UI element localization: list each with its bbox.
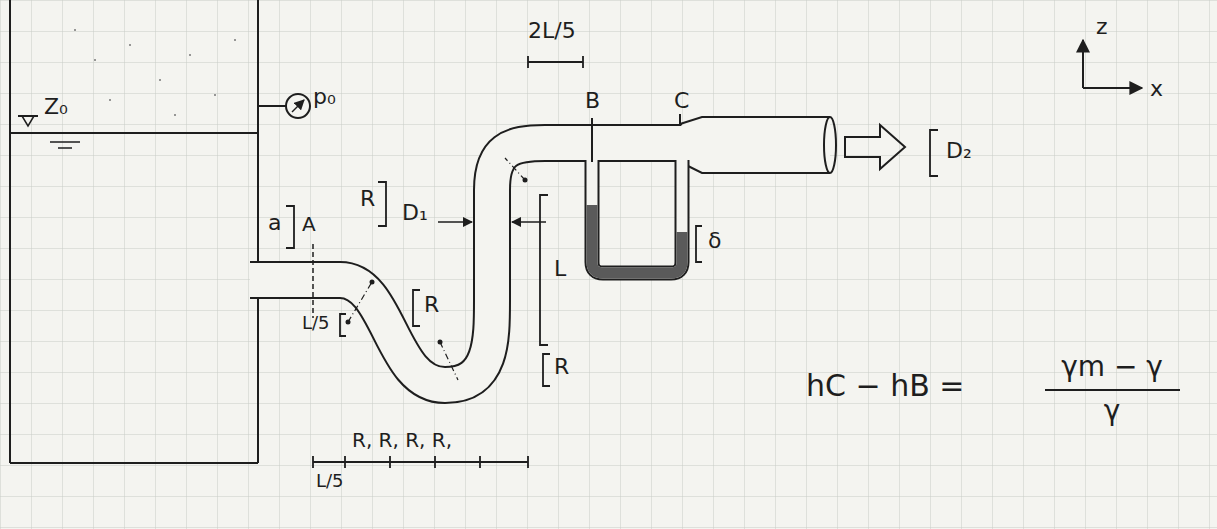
dimension-label: L/5 bbox=[302, 312, 330, 334]
bracket bbox=[286, 206, 294, 248]
bracket bbox=[543, 354, 550, 386]
pressure-gauge bbox=[286, 94, 310, 118]
level-symbol bbox=[22, 116, 34, 126]
speckle bbox=[214, 94, 216, 96]
dimension-label: R bbox=[424, 292, 439, 318]
dimension-label: R, R, R, R, bbox=[352, 428, 452, 452]
manometer-bore bbox=[592, 158, 682, 273]
level-label: Z₀ bbox=[44, 94, 68, 120]
section-label: A bbox=[302, 212, 316, 236]
bend-radii bbox=[348, 158, 525, 380]
radius-line bbox=[440, 342, 458, 380]
tank bbox=[10, 0, 258, 463]
speckle bbox=[129, 44, 131, 46]
bend-centres bbox=[346, 178, 528, 345]
dimension-label: a bbox=[268, 210, 281, 236]
formula-text: hC − hB = bbox=[806, 368, 964, 404]
level-line bbox=[58, 147, 72, 149]
speckle bbox=[109, 99, 111, 101]
section-label: B bbox=[585, 88, 600, 114]
dimension-label: L bbox=[554, 256, 566, 282]
diameter-label: D₂ bbox=[946, 138, 972, 164]
section-line bbox=[591, 118, 593, 162]
speckle bbox=[159, 79, 161, 81]
speckle bbox=[174, 114, 176, 116]
pipe-wall bbox=[680, 162, 830, 173]
level-line bbox=[50, 141, 80, 143]
water-surface bbox=[10, 132, 258, 134]
tank-wall bbox=[257, 0, 259, 463]
dimension-label: 2L/5 bbox=[528, 18, 576, 44]
manometer-tube bbox=[592, 160, 682, 273]
axis-label: z bbox=[1096, 14, 1108, 40]
x-axis bbox=[1083, 87, 1142, 89]
centre-dot bbox=[438, 340, 443, 345]
section-line bbox=[679, 114, 681, 126]
centre-dot bbox=[346, 320, 351, 325]
pipe-wall bbox=[680, 117, 830, 124]
dimension-label: R bbox=[360, 186, 375, 212]
air-speckles bbox=[74, 29, 236, 116]
scale-bar bbox=[528, 56, 583, 68]
bracket bbox=[378, 182, 386, 226]
z-axis bbox=[1082, 40, 1084, 88]
manometer-fluid bbox=[592, 205, 682, 273]
bracket bbox=[413, 290, 420, 326]
centre-dot bbox=[370, 280, 375, 285]
gauge-stem bbox=[258, 105, 286, 107]
speckle bbox=[74, 29, 76, 31]
speckle bbox=[94, 59, 96, 61]
diameter-arrow bbox=[512, 221, 546, 223]
diameter-arrow bbox=[438, 221, 472, 223]
centre-dot bbox=[523, 178, 528, 183]
tank-wall bbox=[9, 0, 11, 463]
fraction-bar bbox=[1045, 389, 1180, 391]
flow-arrow bbox=[845, 125, 905, 169]
axis-label: x bbox=[1150, 76, 1163, 102]
speckle bbox=[234, 39, 236, 41]
pipe-wall bbox=[250, 143, 682, 385]
radius-line bbox=[348, 282, 372, 322]
tank-bottom bbox=[10, 462, 258, 464]
formula-text: γ bbox=[1104, 394, 1121, 428]
gauge-needle bbox=[292, 100, 304, 112]
diameter-label: D₁ bbox=[402, 200, 428, 226]
section-label: C bbox=[674, 88, 689, 114]
bracket bbox=[340, 314, 346, 336]
bracket bbox=[696, 226, 702, 262]
speckle bbox=[189, 54, 191, 56]
section-line bbox=[312, 244, 314, 318]
bracket bbox=[540, 195, 548, 345]
dimension-ticks bbox=[313, 456, 528, 468]
dimensions bbox=[286, 56, 938, 468]
dimension-label: δ bbox=[708, 228, 721, 254]
radius-line bbox=[505, 158, 525, 180]
pipe-bore bbox=[680, 117, 830, 173]
bracket bbox=[930, 130, 938, 176]
formula-text: γm − γ bbox=[1061, 350, 1163, 384]
pipe-outlet bbox=[824, 117, 836, 173]
dimension-label: L/5 bbox=[316, 470, 344, 492]
pressure-label: p₀ bbox=[313, 84, 336, 110]
dimension-label: R bbox=[554, 354, 569, 380]
pipe-bore bbox=[250, 143, 682, 385]
